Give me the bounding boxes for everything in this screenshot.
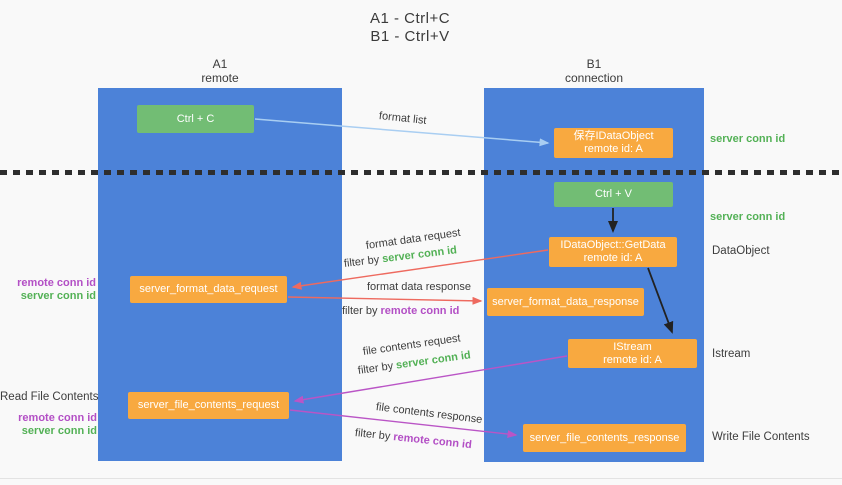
node-server-format-data-request: server_format_data_request [130,276,287,303]
label-filter-by-remote-conn-id-2: filter by remote conn id [354,427,472,451]
annotation-server-conn-id-top: server conn id [710,133,786,145]
lane-a1-name: A1 [212,57,228,71]
annotation-server-conn-id-2: server conn id [21,425,97,437]
getdata-line2: remote id: A [583,252,643,264]
node-istream: IStream remote id: A [568,339,697,368]
node-ctrl-c: Ctrl + C [137,105,254,133]
filter-value-2: remote conn id [380,305,460,317]
filter-prefix-4: filter by [354,427,394,443]
ctrl-c-label: Ctrl + C [176,112,215,125]
file-response-label: server_file_contents_response [529,431,680,444]
annotation-group-format-request: remote conn id server conn id [0,277,96,303]
istream-line2: remote id: A [603,353,662,366]
annotation-remote-conn-id-1: remote conn id [17,277,96,289]
lane-a1-role: remote [201,71,239,85]
filter-value-3: server conn id [395,349,472,372]
annotation-remote-conn-id-2: remote conn id [18,412,97,424]
bottom-divider [0,478,842,479]
annotation-write-file-contents: Write File Contents [712,431,810,443]
istream-line1: IStream [613,340,652,353]
filter-prefix-2: filter by [342,305,381,317]
lane-header-b1-connection: B1 connection [484,57,704,85]
filter-value-4: remote conn id [392,431,473,452]
format-response-label: server_format_data_response [492,295,639,308]
filter-prefix-3: filter by [357,359,397,377]
node-server-file-contents-request: server_file_contents_request [128,392,289,419]
node-ctrl-v: Ctrl + V [554,182,673,207]
getdata-line1: IDataObject::GetData [560,239,666,251]
label-format-list: format list [378,110,428,127]
annotation-server-conn-id-mid: server conn id [710,211,786,223]
dashed-separator [0,170,842,175]
diagram-title: A1 - Ctrl+C B1 - Ctrl+V [0,10,820,46]
annotation-dataobject: DataObject [712,245,770,257]
lane-header-a1-remote: A1 remote [98,57,342,85]
save-idataobject-line2: remote id: A [584,143,643,155]
node-server-format-data-response: server_format_data_response [487,288,644,316]
save-idataobject-line1: 保存IDataObject [573,130,654,142]
annotation-group-file-request: remote conn id server conn id [0,412,97,438]
annotation-read-file-contents: Read File Contents [0,391,99,403]
ctrl-v-label: Ctrl + V [595,188,632,200]
annotation-server-conn-id-1: server conn id [20,290,96,302]
title-line-1: A1 - Ctrl+C [369,10,451,27]
label-filter-by-server-conn-id-1: filter by server conn id [343,244,457,270]
lane-b1-role: connection [564,71,624,85]
node-server-file-contents-response: server_file_contents_response [523,424,686,452]
label-filter-by-remote-conn-id-1: filter by remote conn id [342,305,459,317]
label-format-data-response: format data response [367,281,471,293]
node-save-idataobject: 保存IDataObject remote id: A [554,128,673,158]
lane-b1-name: B1 [586,57,602,71]
node-idataobject-getdata: IDataObject::GetData remote id: A [549,237,677,267]
annotation-istream: Istream [712,348,751,360]
filter-prefix-1: filter by [343,253,383,270]
label-file-contents-response: file contents response [375,401,483,426]
file-request-label: server_file_contents_request [137,399,280,411]
title-line-2: B1 - Ctrl+V [370,28,450,45]
format-request-label: server_format_data_request [139,283,278,295]
